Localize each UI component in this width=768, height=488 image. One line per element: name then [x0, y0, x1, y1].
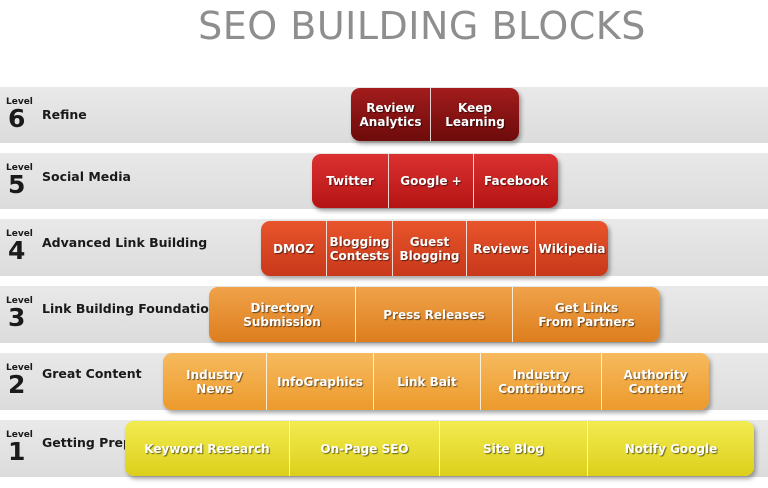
level-6-word: Level: [6, 97, 33, 107]
level-1-block: Site Blog: [440, 421, 588, 476]
level-1-block-row: Keyword Research On-Page SEO Site Blog N…: [125, 421, 754, 476]
level-6-block: Keep Learning: [431, 88, 519, 141]
level-3-name: Link Building Foundation: [42, 301, 218, 316]
level-2-block: InfoGraphics: [267, 353, 374, 410]
level-2-block: Authority Content: [602, 353, 709, 410]
level-1-block: Notify Google: [588, 421, 754, 476]
level-6-block: Review Analytics: [351, 88, 431, 141]
level-1-number: 1: [8, 437, 26, 466]
level-4-block: DMOZ: [261, 221, 327, 276]
level-3-block: Press Releases: [356, 287, 513, 342]
level-5-name: Social Media: [42, 169, 131, 184]
level-2-block: Industry News: [163, 353, 267, 410]
level-5-block: Google +: [389, 154, 474, 208]
level-3-number: 3: [8, 303, 26, 332]
level-5-band: Level 5 Social Media Twitter Google + Fa…: [0, 153, 768, 209]
level-2-name: Great Content: [42, 366, 142, 381]
level-5-block: Twitter: [312, 154, 389, 208]
level-4-block: Wikipedia: [536, 221, 608, 276]
level-1-block: On-Page SEO: [290, 421, 440, 476]
level-6-block-row: Review Analytics Keep Learning: [351, 88, 519, 141]
level-4-block-row: DMOZ Blogging Contests Guest Blogging Re…: [261, 221, 608, 276]
level-6-number: 6: [8, 104, 26, 133]
level-2-block: Industry Contributors: [481, 353, 602, 410]
level-2-block-row: Industry News InfoGraphics Link Bait Ind…: [163, 353, 709, 410]
level-4-number: 4: [8, 236, 26, 265]
level-2-word: Level: [6, 363, 33, 373]
level-2-band: Level 2 Great Content Industry News Info…: [0, 353, 768, 410]
level-6-band: Level 6 Refine Review Analytics Keep Lea…: [0, 87, 768, 143]
level-4-name: Advanced Link Building: [42, 235, 208, 250]
level-4-block: Guest Blogging: [393, 221, 467, 276]
diagram-title: SEO BUILDING BLOCKS: [198, 4, 646, 48]
level-4-block: Reviews: [467, 221, 536, 276]
level-6-name: Refine: [42, 107, 87, 122]
level-5-number: 5: [8, 170, 26, 199]
level-3-block-row: Directory Submission Press Releases Get …: [209, 287, 660, 342]
level-2-number: 2: [8, 370, 26, 399]
level-5-word: Level: [6, 163, 33, 173]
level-5-block-row: Twitter Google + Facebook: [312, 154, 558, 208]
level-4-word: Level: [6, 229, 33, 239]
level-5-block: Facebook: [474, 154, 558, 208]
level-2-block: Link Bait: [374, 353, 481, 410]
level-3-band: Level 3 Link Building Foundation Directo…: [0, 286, 768, 343]
level-1-band: Level 1 Getting Prepared Keyword Researc…: [0, 420, 768, 477]
level-3-block: Get Links From Partners: [513, 287, 660, 342]
level-1-block: Keyword Research: [125, 421, 290, 476]
level-3-word: Level: [6, 296, 33, 306]
level-1-word: Level: [6, 430, 33, 440]
level-4-band: Level 4 Advanced Link Building DMOZ Blog…: [0, 219, 768, 276]
level-3-block: Directory Submission: [209, 287, 356, 342]
level-4-block: Blogging Contests: [327, 221, 393, 276]
